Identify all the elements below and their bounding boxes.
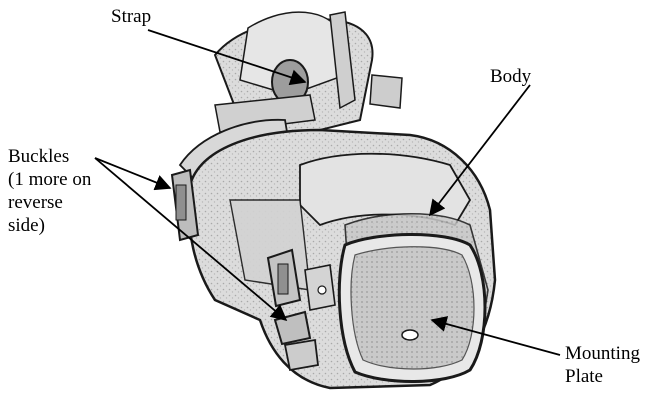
mounting-hole-icon [402, 330, 418, 340]
label-buckles-line: Buckles [8, 145, 91, 168]
side-clip [305, 265, 335, 310]
label-buckles-line: side) [8, 214, 91, 237]
label-strap: Strap [111, 5, 151, 28]
label-mounting-plate: Mounting Plate [565, 342, 640, 388]
label-buckles-line: (1 more on [8, 168, 91, 191]
label-buckles-line: reverse [8, 191, 91, 214]
label-mounting-line: Mounting [565, 342, 640, 365]
label-mounting-line: Plate [565, 365, 640, 388]
label-buckles: Buckles (1 more on reverse side) [8, 145, 91, 237]
upper-strap [215, 12, 402, 135]
label-body: Body [490, 65, 531, 88]
mounting-plate [339, 234, 485, 381]
arrow-buckle-upper [95, 158, 170, 188]
